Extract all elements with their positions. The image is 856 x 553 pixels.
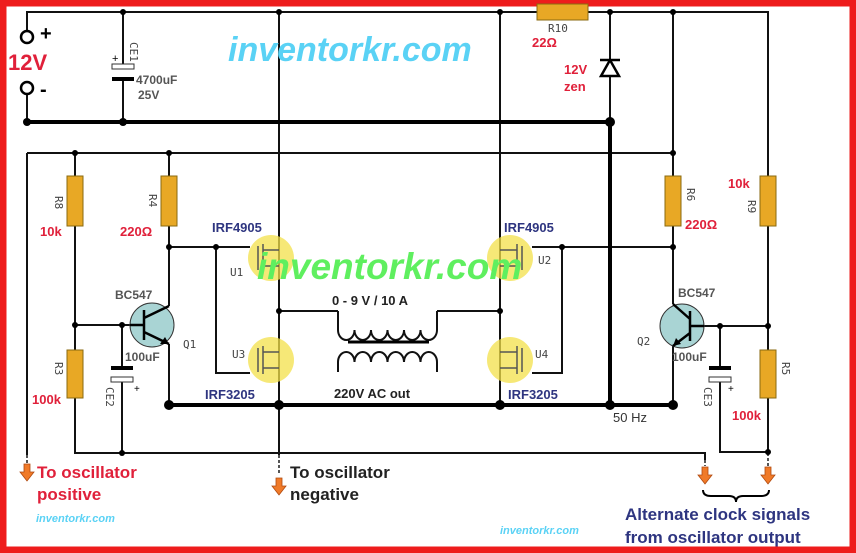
mosfet-icon	[487, 337, 533, 383]
r6-ref: R6	[684, 188, 697, 201]
zener-diode: 12V zen	[564, 57, 622, 94]
u4-part: IRF3205	[508, 387, 558, 402]
u4-ref: U4	[535, 348, 549, 361]
watermark-small-left: inventorkr.com	[36, 513, 115, 525]
brace-icon	[702, 489, 770, 503]
r4-value: 220Ω	[120, 224, 152, 239]
r3-ref: R3	[52, 362, 65, 375]
r10-ref: R10	[548, 22, 568, 35]
svg-text:+: +	[112, 53, 118, 65]
capacitor-ce1: + CE1 4700uF 25V	[111, 42, 177, 102]
u3-ref: U3	[232, 348, 245, 361]
r9-ref: R9	[745, 200, 758, 213]
watermark-top: inventorkr.com	[228, 31, 472, 69]
transformer: 0 - 9 V / 10 A 220V AC out	[332, 293, 438, 401]
u1-part: IRF4905	[212, 220, 262, 235]
resistor-r6: R6 220Ω	[664, 175, 717, 232]
svg-text:+: +	[728, 384, 734, 395]
transistor-q1: BC547 Q1	[115, 288, 196, 351]
r6-value: 220Ω	[685, 217, 717, 232]
clock-note-line1: Alternate clock signals	[625, 505, 810, 524]
r4-ref: R4	[146, 194, 159, 208]
q1-ref: Q1	[183, 338, 196, 351]
arrow-down-icon	[19, 463, 35, 482]
ce3-ref: CE3	[701, 387, 714, 407]
resistor-r10: R10 22Ω	[532, 3, 589, 50]
capacitor-ce3: + CE3 100uF	[672, 350, 734, 407]
resistor-r5: R5 100k	[732, 349, 792, 423]
arrow-down-icon	[760, 466, 776, 485]
mosfet-u2: IRF4905 U2	[487, 220, 554, 281]
mosfet-icon	[248, 235, 294, 281]
zener-diode-icon	[598, 57, 622, 78]
mosfet-u3: IRF3205 U3	[205, 337, 294, 402]
supply-voltage: 12V	[8, 50, 47, 75]
r5-ref: R5	[779, 362, 792, 375]
q1-part: BC547	[115, 288, 153, 302]
resistor-r3: R3 100k	[32, 349, 84, 407]
r3-value: 100k	[32, 392, 62, 407]
capacitor-ce2: + CE2 100uF	[103, 350, 160, 407]
ce2-ref: CE2	[103, 387, 116, 407]
plus-label: +	[40, 23, 52, 45]
ce3-value: 100uF	[672, 350, 707, 364]
svg-text:+: +	[134, 384, 140, 395]
u2-ref: U2	[538, 254, 551, 267]
transformer-primary-rating: 0 - 9 V / 10 A	[332, 293, 409, 308]
minus-label: -	[40, 79, 47, 101]
resistor-r4: R4 220Ω	[120, 175, 178, 239]
clock-note-line2: from oscillator output	[625, 528, 801, 547]
ce1-rating: 25V	[138, 88, 159, 102]
osc-negative-line2: negative	[290, 485, 359, 504]
watermark-center: inventorkr.com	[257, 246, 522, 287]
supply-terminals: + - 12V	[8, 23, 52, 101]
ce2-value: 100uF	[125, 350, 160, 364]
r5-value: 100k	[732, 408, 762, 423]
negative-terminal-icon	[19, 80, 35, 96]
resistor-r9: R9 10k	[728, 175, 777, 227]
positive-terminal-icon	[19, 29, 35, 45]
zener-value: 12V	[564, 62, 587, 77]
junction-dots	[23, 9, 771, 456]
frequency-label: 50 Hz	[613, 410, 647, 425]
resistor-r8: R8 10k	[40, 175, 84, 239]
watermark-small-right: inventorkr.com	[500, 525, 579, 537]
u2-part: IRF4905	[504, 220, 554, 235]
osc-negative-line1: To oscillator	[290, 463, 390, 482]
mosfet-u1: IRF4905 U1	[212, 220, 294, 281]
u3-part: IRF3205	[205, 387, 255, 402]
primary-coil-icon	[337, 311, 438, 341]
osc-positive-line1: To oscillator	[37, 463, 137, 482]
q2-ref: Q2	[637, 335, 650, 348]
mosfet-icon	[248, 337, 294, 383]
zener-type: zen	[564, 79, 586, 94]
mosfet-u4: IRF3205 U4	[487, 337, 558, 402]
ce1-value: 4700uF	[136, 73, 177, 87]
transformer-secondary-rating: 220V AC out	[334, 386, 411, 401]
u1-ref: U1	[230, 266, 243, 279]
arrow-down-icon	[697, 466, 713, 485]
arrows	[19, 463, 776, 496]
r10-value: 22Ω	[532, 35, 557, 50]
secondary-coil-icon	[337, 351, 438, 372]
ce1-ref: CE1	[127, 42, 140, 62]
transistor-q2: BC547 Q2	[637, 286, 716, 349]
osc-positive-line2: positive	[37, 485, 101, 504]
arrow-down-icon	[271, 477, 287, 496]
r8-value: 10k	[40, 224, 62, 239]
q2-part: BC547	[678, 286, 716, 300]
r8-ref: R8	[52, 196, 65, 209]
r9-value: 10k	[728, 176, 750, 191]
